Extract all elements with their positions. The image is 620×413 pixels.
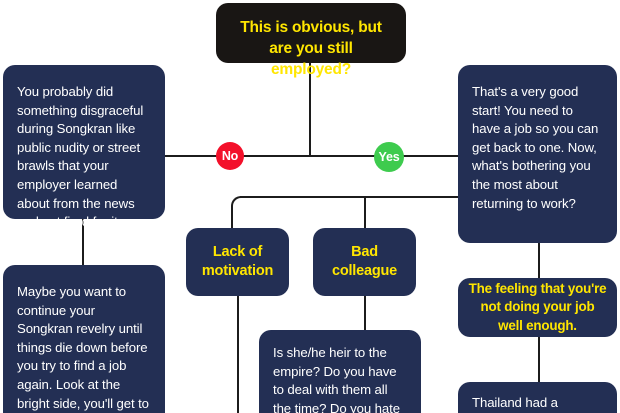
- node-lack-of-motivation[interactable]: Lack of motivation: [186, 228, 289, 296]
- connector-bad-colleague-to-questions: [364, 295, 366, 331]
- node-title-employed[interactable]: This is obvious, but are you still emplo…: [216, 3, 406, 78]
- node-colleague-questions[interactable]: Is she/he heir to the empire? Do you hav…: [259, 330, 421, 413]
- branch-badge-yes[interactable]: Yes: [374, 142, 404, 172]
- branch-badge-no[interactable]: No: [216, 142, 244, 170]
- connector-title-to-branch: [309, 62, 311, 155]
- node-fired-explanation-text: You probably did something disgraceful d…: [17, 84, 144, 230]
- node-revelry-advice[interactable]: Maybe you want to continue your Songkran…: [3, 265, 165, 413]
- node-title-text: This is obvious, but are you still emplo…: [240, 19, 382, 78]
- connector-subbranch-to-bad-colleague: [364, 196, 366, 230]
- branch-badge-yes-label: Yes: [378, 150, 400, 164]
- node-bad-colleague[interactable]: Bad colleague: [313, 228, 416, 296]
- node-lack-of-motivation-label: Lack of motivation: [201, 244, 274, 279]
- connector-right-box-to-branchline: [538, 243, 540, 280]
- connector-subbranch-horizontal: [240, 196, 462, 198]
- node-colleague-questions-text: Is she/he heir to the empire? Do you hav…: [273, 345, 400, 413]
- node-thailand-election[interactable]: Thailand had a general election on March…: [458, 382, 617, 413]
- node-not-doing-job-well[interactable]: The feeling that you're not doing your j…: [458, 278, 617, 337]
- connector-lack-motivation-down: [237, 295, 239, 413]
- node-good-start[interactable]: That's a very good start! You need to ha…: [458, 65, 617, 243]
- node-not-doing-job-well-label: The feeling that you're not doing your j…: [468, 280, 607, 333]
- node-revelry-advice-text: Maybe you want to continue your Songkran…: [17, 284, 149, 411]
- connector-subbranch-elbow: [231, 196, 245, 232]
- node-good-start-text: That's a very good start! You need to ha…: [472, 84, 599, 211]
- connector-highlight-to-election: [538, 337, 540, 383]
- node-fired-explanation[interactable]: You probably did something disgraceful d…: [3, 65, 165, 229]
- branch-badge-no-label: No: [221, 149, 239, 163]
- connector-left-box-to-revelry: [82, 218, 84, 266]
- node-thailand-election-text: Thailand had a general election on March…: [472, 395, 558, 410]
- node-bad-colleague-label: Bad colleague: [331, 244, 398, 279]
